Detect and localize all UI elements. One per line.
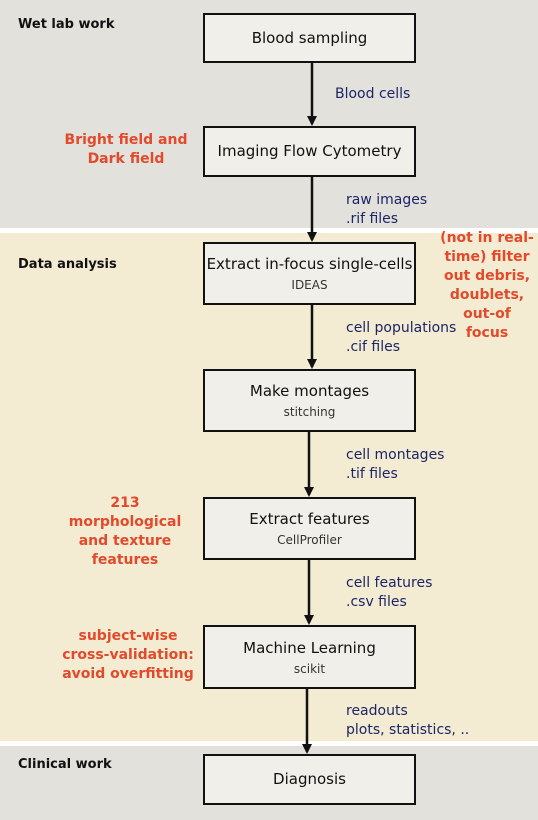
note-line: out debris,	[443, 268, 531, 284]
note-line: features	[91, 552, 159, 568]
step-machine-learning: Machine Learning scikit	[203, 625, 416, 689]
section-title-wet-lab: Wet lab work	[18, 17, 115, 32]
step-extract-features: Extract features CellProfiler	[203, 497, 416, 560]
flow-label-line: readouts	[346, 703, 408, 719]
flow-label-line: cell features	[346, 575, 433, 591]
flow-label-line: Blood cells	[335, 86, 411, 102]
section-title-data-analysis: Data analysis	[18, 257, 117, 272]
note-cross-validation: subject-wise cross-validation: avoid ove…	[58, 627, 198, 684]
flow-label-line: cell populations	[346, 320, 457, 336]
flow-label-line: .rif files	[346, 211, 399, 227]
flow-label-line: plots, statistics, ..	[346, 722, 470, 738]
note-line: 213	[110, 495, 140, 511]
note-line: morphological	[68, 514, 182, 530]
step-blood-sampling: Blood sampling	[203, 13, 416, 63]
note-line: doublets,	[449, 287, 525, 303]
flow-label-line: .csv files	[346, 594, 407, 610]
section-clinical-work: Clinical work	[0, 746, 538, 820]
flow-label-raw-images: raw images .rif files	[346, 191, 427, 229]
flow-label-line: .cif files	[346, 339, 401, 355]
step-title: Machine Learning	[243, 638, 376, 657]
step-tool: CellProfiler	[277, 533, 342, 547]
note-line: time) filter	[444, 249, 530, 265]
note-line: Bright field and	[64, 132, 188, 148]
note-morphological-features: 213 morphological and texture features	[55, 494, 195, 570]
note-line: avoid overfitting	[62, 666, 194, 682]
note-debris-filter: (not in real- time) filter out debris, d…	[436, 229, 538, 343]
flow-label-line: .tif files	[346, 466, 398, 482]
note-bright-dark-field: Bright field and Dark field	[56, 131, 196, 169]
flow-label-cell-features: cell features .csv files	[346, 574, 432, 612]
step-make-montages: Make montages stitching	[203, 369, 416, 432]
note-line: subject-wise	[78, 628, 178, 644]
step-extract-single-cells: Extract in-focus single-cells IDEAS	[203, 242, 416, 305]
step-tool: scikit	[293, 661, 326, 676]
note-line: cross-validation:	[62, 647, 194, 663]
flow-label-cell-populations: cell populations .cif files	[346, 319, 456, 357]
step-title: Blood sampling	[251, 28, 368, 47]
step-title: Imaging Flow Cytometry	[217, 142, 402, 160]
step-tool: IDEAS	[291, 278, 328, 292]
step-title: Extract features	[249, 510, 370, 528]
flow-label-cell-montages: cell montages .tif files	[346, 446, 444, 484]
step-diagnosis: Diagnosis	[203, 754, 416, 805]
flow-label-line: cell montages	[346, 447, 445, 463]
note-line: focus	[465, 325, 509, 341]
section-title-clinical-work: Clinical work	[18, 757, 112, 772]
step-title: Extract in-focus single-cells	[206, 255, 413, 273]
step-imaging-flow-cytometry: Imaging Flow Cytometry	[203, 126, 416, 177]
flow-label-readouts: readouts plots, statistics, ..	[346, 702, 469, 740]
step-title: Diagnosis	[273, 770, 346, 788]
flow-label-line: raw images	[346, 192, 428, 208]
note-line: out-of	[463, 306, 511, 322]
step-tool: stitching	[283, 405, 336, 419]
note-line: Dark field	[87, 151, 165, 167]
note-line: and texture	[78, 533, 172, 549]
flow-label-blood-cells: Blood cells	[335, 85, 410, 104]
note-line: (not in real-	[440, 230, 534, 246]
step-title: Make montages	[249, 382, 370, 400]
